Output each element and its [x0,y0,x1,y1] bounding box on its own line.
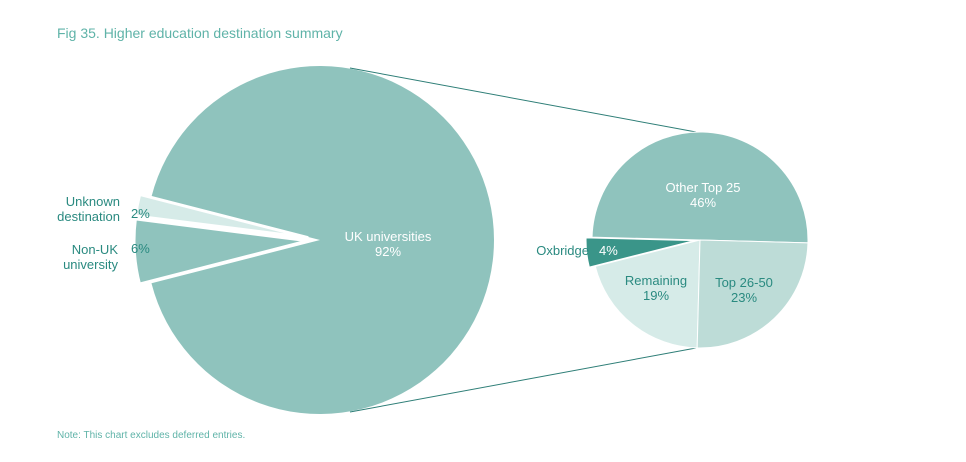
label-unknown-destination-line1-label: Unknown [66,194,120,209]
label-other-top-25-label: Other Top 25 [666,180,741,195]
detail-slice-other-top-25 [591,131,809,244]
label-other-top-25-value: 46% [690,195,716,210]
chart-note: Note: This chart excludes deferred entri… [57,430,246,441]
label-non-uk-line2-label: university [63,257,118,272]
label-uk-universities-value: 92% [375,244,401,259]
label-non-uk-line1-label: Non-UK [72,242,119,257]
value-non-uk-label: 6% [131,241,150,256]
slice-non-uk-university [132,217,309,286]
label-top-26-50-value: 23% [731,290,757,305]
slice-uk-universities [151,66,494,414]
value-oxbridge-label: 4% [599,243,618,258]
detail-slice-oxbridge [585,237,695,268]
label-unknown-destination-line2-label: destination [57,209,120,224]
label-remaining-value: 19% [643,288,669,303]
detail-pie [585,131,809,349]
label-remaining-label: Remaining [625,273,687,288]
label-uk-universities-label: UK universities [345,229,432,244]
connector-lines [349,67,697,413]
connector-top [349,67,697,133]
detail-slice-remaining [594,239,701,349]
label-oxbridge-label: Oxbridge [536,243,589,258]
main-pie [132,66,494,414]
value-unknown-destination-label: 2% [131,206,150,221]
label-top-26-50-label: Top 26-50 [715,275,773,290]
detail-slice-top-26-50 [696,239,809,349]
slice-unknown-destination [133,192,309,240]
chart-title: Fig 35. Higher education destination sum… [57,25,343,41]
connector-bottom [349,347,697,413]
